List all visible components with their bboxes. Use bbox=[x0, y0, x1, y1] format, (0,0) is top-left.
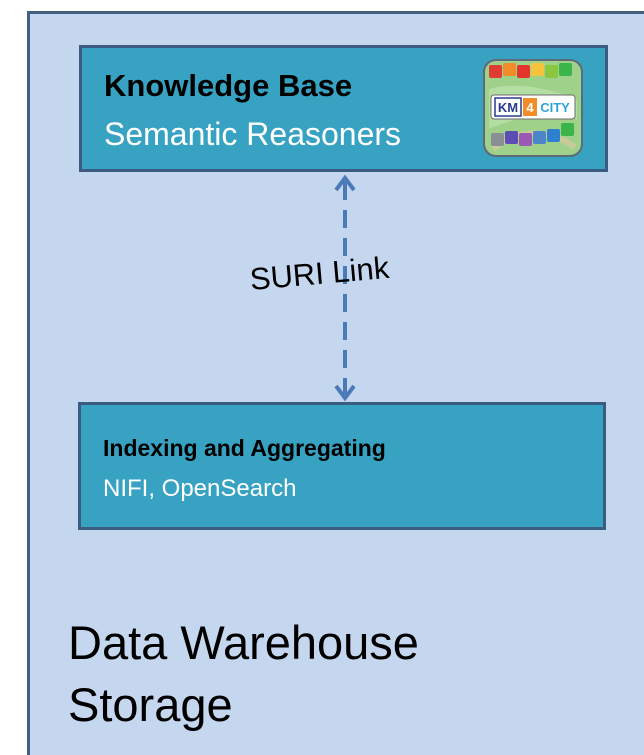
knowledge-base-box: Knowledge Base Semantic Reasoners KM bbox=[79, 45, 608, 172]
data-warehouse-label-line1: Data Warehouse bbox=[68, 616, 419, 669]
svg-text:CITY: CITY bbox=[540, 100, 570, 115]
arrow-down-icon bbox=[334, 384, 356, 402]
km4city-logo-icon: KM 4 CITY bbox=[483, 59, 583, 157]
svg-text:4: 4 bbox=[526, 100, 534, 115]
suri-link-arrow bbox=[334, 174, 356, 402]
indexing-box: Indexing and Aggregating NIFI, OpenSearc… bbox=[78, 402, 606, 530]
svg-text:KM: KM bbox=[498, 100, 518, 115]
indexing-title: Indexing and Aggregating bbox=[103, 435, 386, 461]
knowledge-base-subtitle: Semantic Reasoners bbox=[104, 116, 402, 152]
indexing-subtitle: NIFI, OpenSearch bbox=[103, 475, 297, 502]
data-warehouse-label-line2: Storage bbox=[68, 678, 233, 731]
knowledge-base-title: Knowledge Base bbox=[104, 68, 353, 103]
data-warehouse-label: Data Warehouse Storage bbox=[68, 612, 419, 736]
arrow-up-icon bbox=[334, 174, 356, 192]
